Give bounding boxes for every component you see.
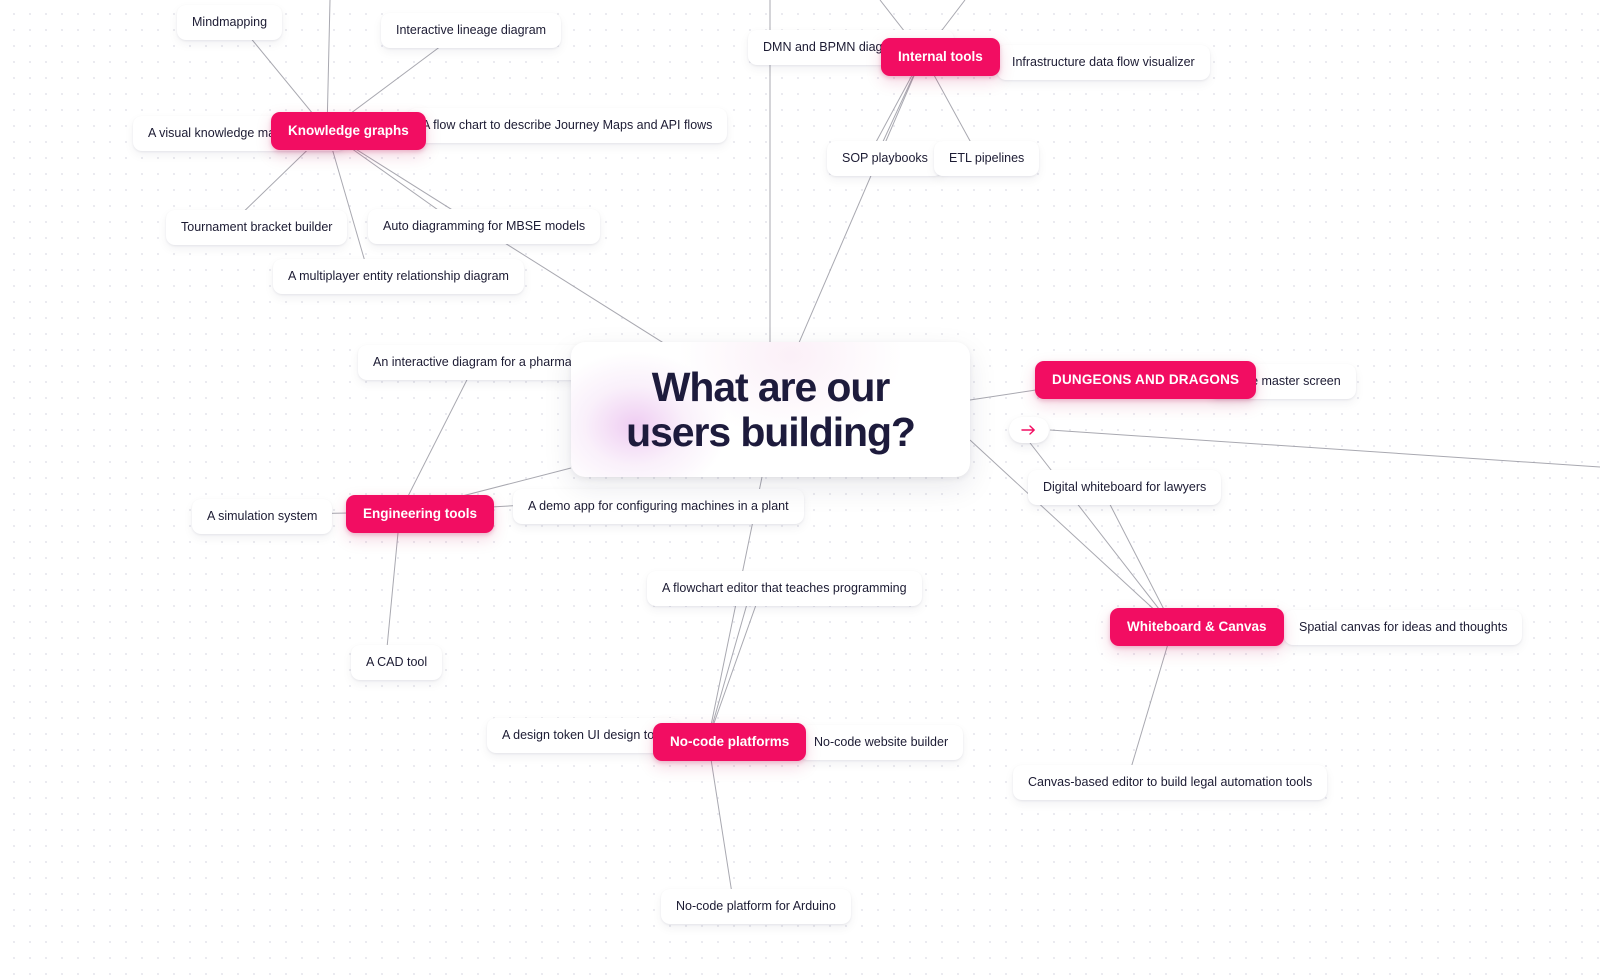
idea-card-etl-pipelines[interactable]: ETL pipelines bbox=[934, 141, 1040, 176]
connector-line bbox=[707, 739, 734, 901]
topic-node-whiteboard-canvas[interactable]: Whiteboard & Canvas bbox=[1110, 608, 1284, 647]
connector-line bbox=[326, 130, 369, 273]
idea-card-flowchart-teaches[interactable]: A flowchart editor that teaches programm… bbox=[647, 571, 922, 606]
idea-card-design-token-tool[interactable]: A design token UI design tool bbox=[487, 718, 679, 753]
idea-card-mindmapping[interactable]: Mindmapping bbox=[177, 5, 283, 40]
idea-card-demo-app-machines[interactable]: A demo app for configuring machines in a… bbox=[513, 489, 804, 524]
connector-line bbox=[1049, 429, 1600, 468]
idea-card-multiplayer-erd[interactable]: A multiplayer entity relationship diagra… bbox=[273, 259, 524, 294]
idea-card-no-code-arduino[interactable]: No-code platform for Arduino bbox=[661, 889, 851, 924]
idea-card-digital-whiteboard-law[interactable]: Digital whiteboard for lawyers bbox=[1028, 470, 1222, 505]
idea-card-auto-diagramming-mbse[interactable]: Auto diagramming for MBSE models bbox=[368, 209, 601, 244]
arrow-right-icon bbox=[1021, 425, 1035, 435]
topic-node-internal-tools[interactable]: Internal tools bbox=[881, 38, 1000, 77]
idea-card-tournament-bracket[interactable]: Tournament bracket builder bbox=[166, 210, 348, 245]
connector-line bbox=[399, 361, 477, 513]
idea-card-sop-playbooks[interactable]: SOP playbooks bbox=[827, 141, 943, 176]
topic-node-engineering-tools[interactable]: Engineering tools bbox=[346, 495, 495, 534]
connector-line bbox=[707, 587, 763, 741]
topic-node-dungeons-dragons[interactable]: DUNGEONS AND DRAGONS bbox=[1035, 361, 1257, 400]
idea-card-cad-tool[interactable]: A CAD tool bbox=[351, 645, 443, 680]
connector-line bbox=[707, 589, 752, 741]
connector-line bbox=[1100, 486, 1174, 628]
topic-node-knowledge-graphs[interactable]: Knowledge graphs bbox=[271, 112, 426, 151]
idea-card-interactive-lineage[interactable]: Interactive lineage diagram bbox=[381, 13, 562, 48]
idea-card-simulation-system[interactable]: A simulation system bbox=[192, 499, 333, 534]
connector-line bbox=[969, 439, 1174, 628]
idea-card-no-code-website[interactable]: No-code website builder bbox=[799, 725, 964, 760]
connector-line bbox=[1127, 626, 1174, 779]
page-title: What are our users building? bbox=[626, 364, 916, 455]
connector-line bbox=[385, 511, 401, 659]
idea-card-spatial-canvas[interactable]: Spatial canvas for ideas and thoughts bbox=[1284, 610, 1523, 645]
idea-card-canvas-legal-automation[interactable]: Canvas-based editor to build legal autom… bbox=[1013, 765, 1328, 800]
connector-line bbox=[1019, 429, 1174, 628]
idea-card-flow-chart-journey[interactable]: A flow chart to describe Journey Maps an… bbox=[407, 108, 728, 143]
central-question-card[interactable]: What are our users building? bbox=[571, 342, 970, 477]
topic-node-no-code-platforms[interactable]: No-code platforms bbox=[653, 723, 807, 762]
idea-card-infra-data-flow[interactable]: Infrastructure data flow visualizer bbox=[997, 45, 1210, 80]
expand-arrow-pill[interactable] bbox=[1009, 417, 1049, 443]
